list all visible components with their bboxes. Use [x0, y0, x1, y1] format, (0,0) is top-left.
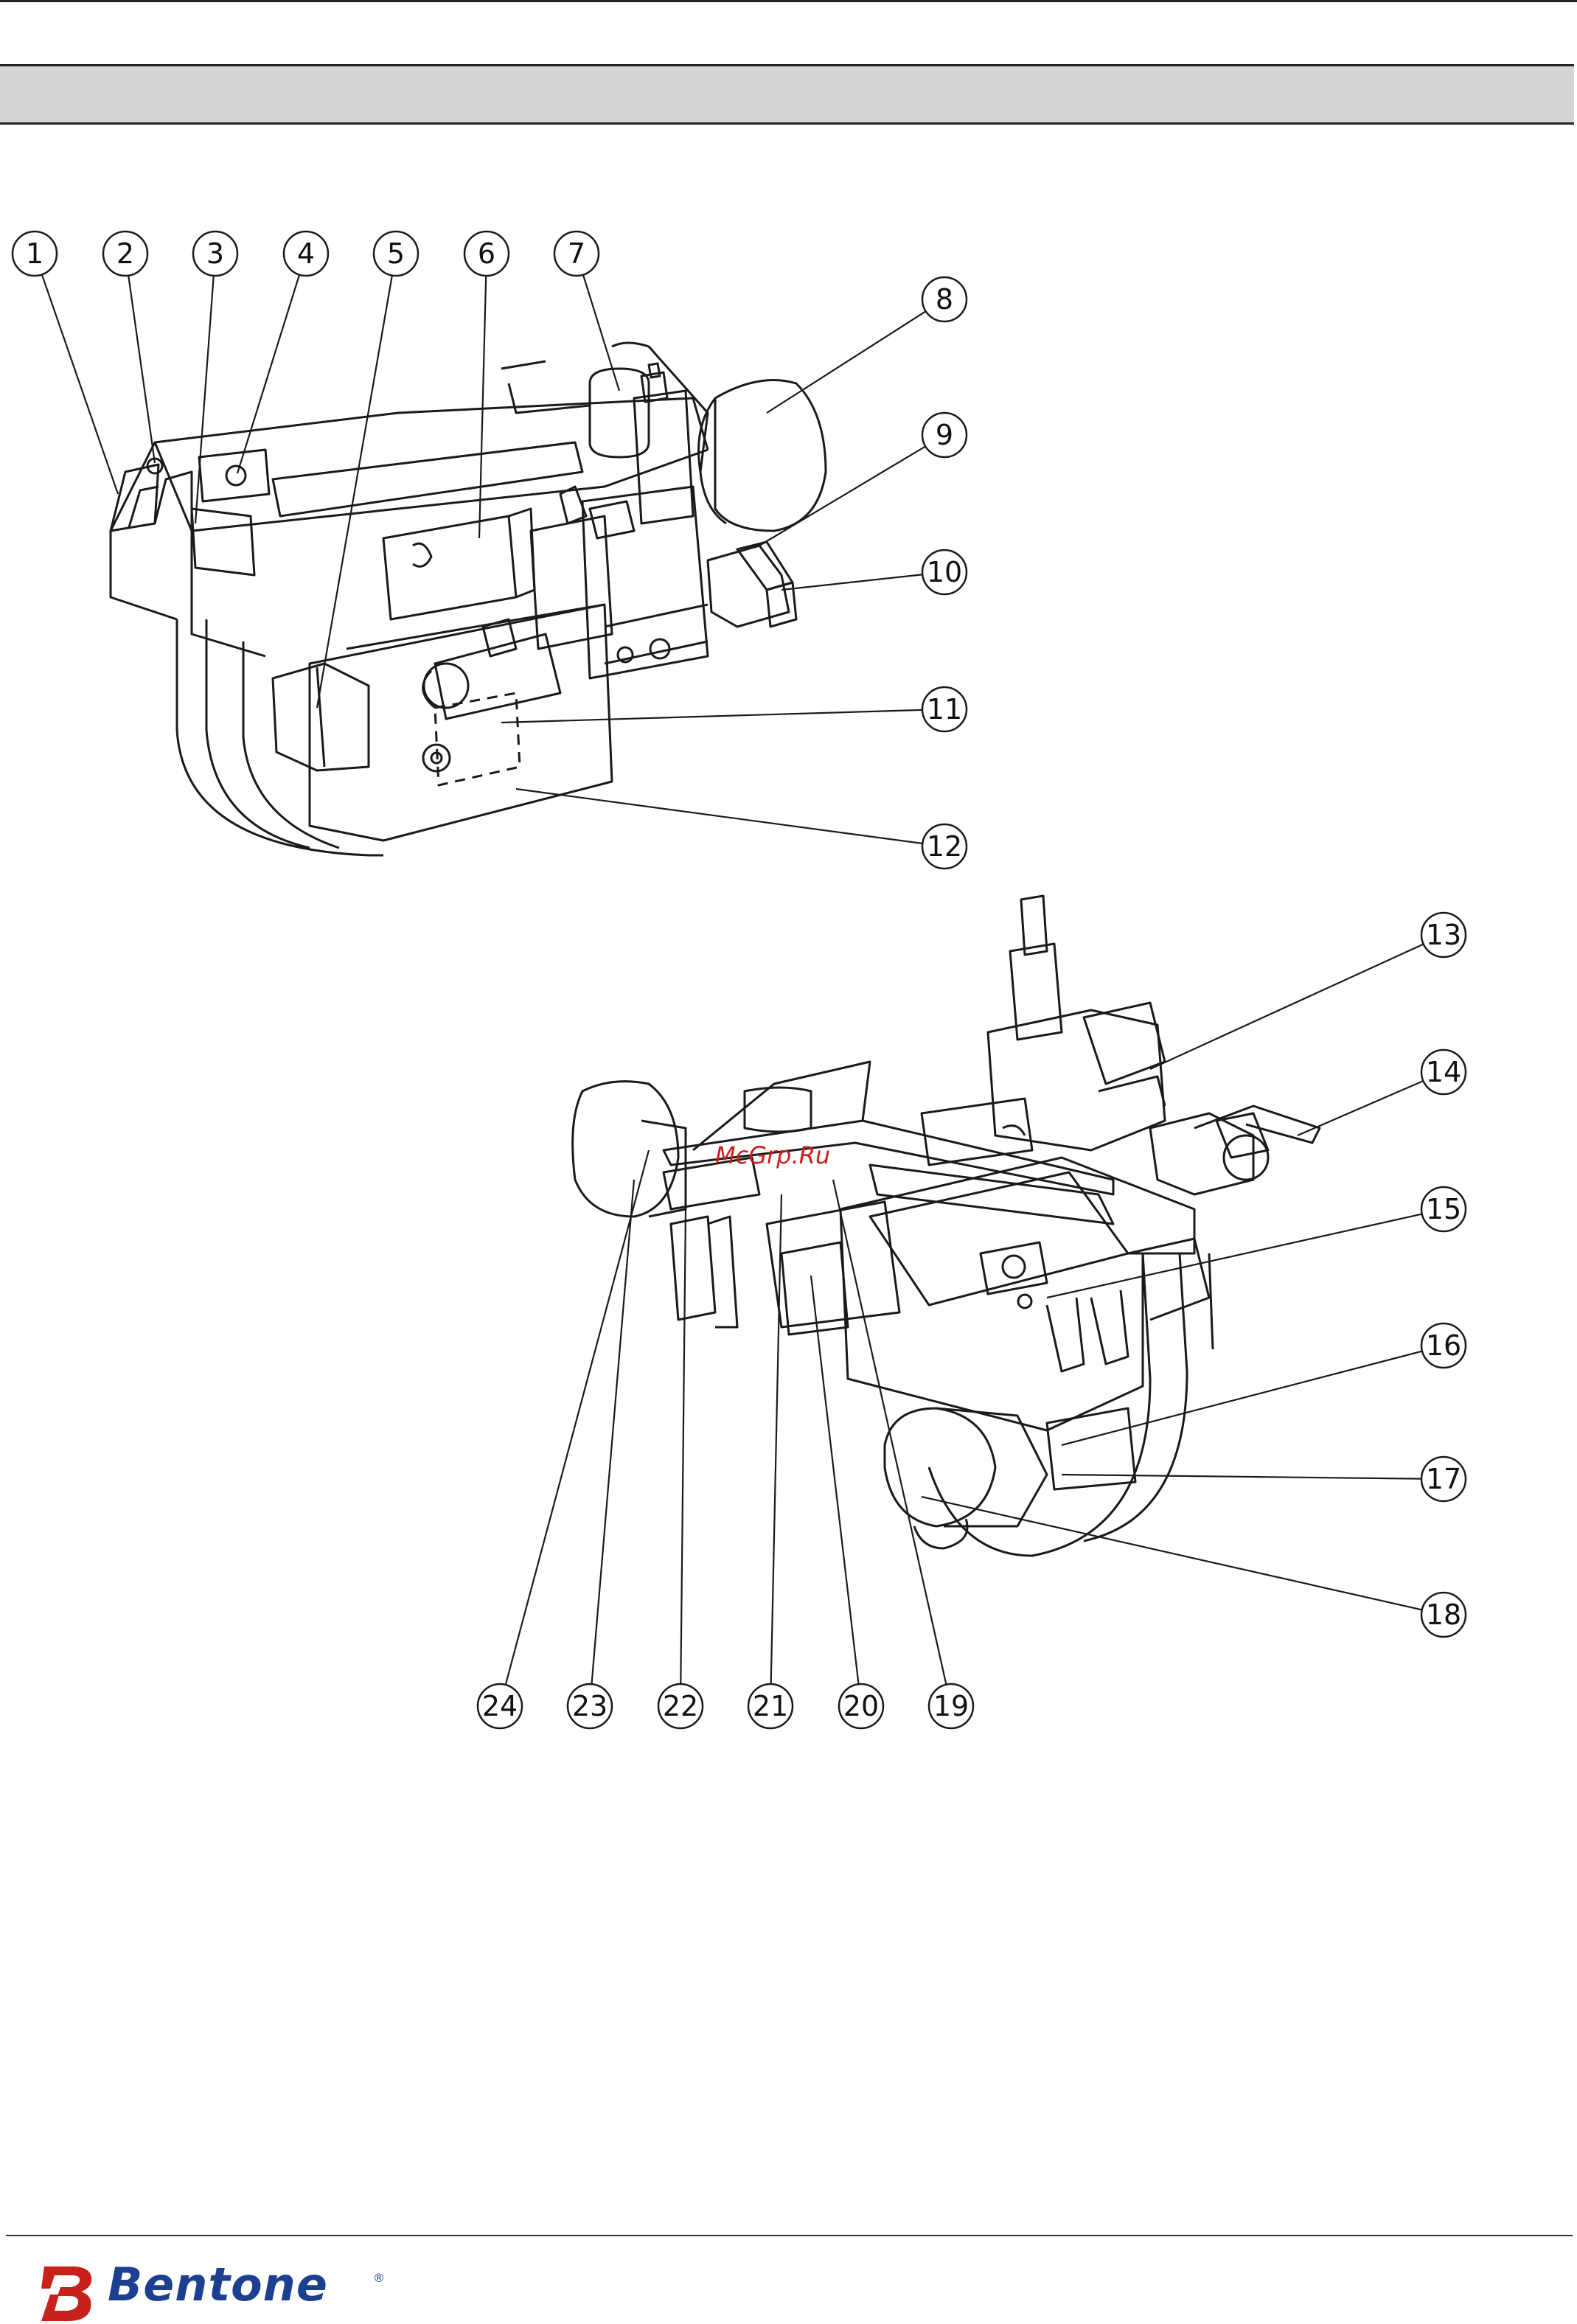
callout-label-8: 8	[936, 283, 953, 316]
callout-label-21: 21	[753, 1690, 788, 1722]
watermark: McGrp.Ru	[715, 1141, 830, 1169]
callout-label-18: 18	[1426, 1598, 1461, 1631]
leader-line-9	[759, 446, 925, 546]
callout-label-9: 9	[936, 419, 953, 451]
burner-line-drawing	[111, 343, 1320, 1556]
brand-logo-text: Bentone	[108, 2258, 328, 2311]
callout-label-11: 11	[927, 693, 962, 726]
callout-label-22: 22	[663, 1690, 698, 1722]
callout-label-17: 17	[1426, 1463, 1461, 1495]
leader-line-3	[195, 276, 214, 523]
leader-line-7	[583, 275, 619, 391]
leader-line-2	[128, 276, 155, 463]
callout-label-10: 10	[927, 556, 962, 588]
callout-label-3: 3	[206, 237, 224, 270]
callout-label-20: 20	[843, 1690, 879, 1722]
leader-line-13	[1150, 944, 1424, 1069]
callout-label-7: 7	[568, 237, 585, 270]
leader-line-11	[501, 710, 922, 723]
leader-line-15	[1047, 1214, 1422, 1298]
callout-label-1: 1	[26, 237, 43, 270]
leader-line-24	[506, 1150, 649, 1685]
leader-line-17	[1062, 1475, 1421, 1479]
leader-line-12	[516, 789, 922, 843]
callout-label-14: 14	[1426, 1056, 1461, 1088]
footer-rule	[6, 2235, 1573, 2236]
leader-line-22	[680, 1209, 686, 1684]
callout-label-16: 16	[1426, 1329, 1461, 1362]
leader-lines	[42, 274, 1424, 1685]
leader-line-14	[1298, 1081, 1423, 1135]
callout-label-23: 23	[572, 1690, 608, 1722]
registered-mark: ®	[373, 2271, 385, 2285]
callout-label-5: 5	[387, 237, 405, 270]
callout-label-15: 15	[1426, 1193, 1461, 1225]
leader-line-20	[811, 1276, 859, 1684]
leader-line-8	[767, 311, 926, 413]
callout-label-24: 24	[482, 1690, 518, 1722]
callout-label-2: 2	[116, 237, 134, 270]
callout-label-12: 12	[927, 830, 962, 863]
callout-label-19: 19	[933, 1690, 969, 1722]
leader-line-1	[42, 274, 118, 494]
callout-label-4: 4	[297, 237, 315, 270]
leader-line-4	[237, 275, 299, 473]
callout-label-6: 6	[478, 237, 495, 270]
bentone-b-icon	[38, 2262, 100, 2324]
leader-line-10	[781, 574, 922, 590]
leader-line-23	[592, 1180, 634, 1684]
leader-line-18	[922, 1497, 1422, 1610]
callout-label-13: 13	[1426, 919, 1461, 951]
